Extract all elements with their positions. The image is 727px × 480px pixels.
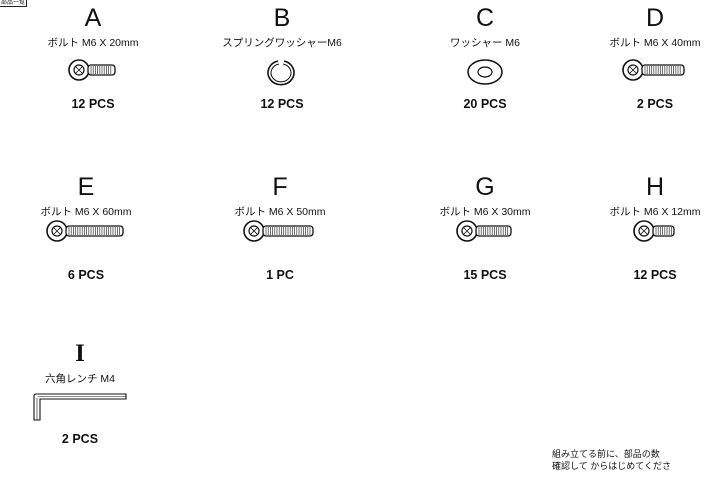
- bolt-icon: [200, 218, 360, 248]
- part-name: スプリングワッシャーM6: [222, 37, 342, 49]
- part-i: I 六角レンチ M4 2 PCS: [0, 340, 160, 446]
- part-qty: 6 PCS: [67, 268, 105, 282]
- washer-icon: [467, 59, 503, 85]
- bolt-icon: [405, 218, 565, 248]
- part-d: D ボルト M6 X 40mm 2 PCS: [575, 4, 727, 111]
- part-qty: 2 PCS: [61, 432, 99, 446]
- part-name: ボルト M6 X 30mm: [439, 206, 531, 218]
- assembly-note-line2: 確認して からはじめてくださ: [552, 461, 671, 471]
- part-qty: 2 PCS: [636, 97, 674, 111]
- part-name: 六角レンチ M4: [44, 373, 115, 385]
- hex-wrench-icon: [0, 392, 160, 422]
- header-tab: 部品一覧: [0, 0, 27, 7]
- part-name: ワッシャー M6: [449, 37, 520, 49]
- part-letter: B: [273, 4, 291, 32]
- part-f: F ボルト M6 X 50mm 1 PC: [200, 173, 360, 282]
- part-name: ボルト M6 X 50mm: [234, 206, 326, 218]
- assembly-note-line1: 組み立てる前に、部品の数: [552, 449, 660, 459]
- part-name: ボルト M6 X 20mm: [47, 37, 139, 49]
- part-e: E ボルト M6 X 60mm 6 PCS: [6, 173, 166, 282]
- part-letter: I: [75, 340, 85, 367]
- part-letter: A: [84, 4, 102, 32]
- part-letter: D: [645, 4, 665, 32]
- part-qty: 15 PCS: [463, 268, 507, 282]
- part-letter: E: [77, 173, 95, 201]
- part-a: A ボルト M6 X 20mm 12 PCS: [13, 4, 173, 111]
- part-name: ボルト M6 X 60mm: [40, 206, 132, 218]
- spring-washer-icon: [267, 60, 295, 86]
- bolt-icon: [13, 57, 173, 87]
- part-letter: H: [645, 173, 665, 201]
- bolt-icon: [632, 220, 675, 242]
- bolt-icon: [67, 59, 116, 81]
- washer-icon: [405, 57, 565, 87]
- part-name: ボルト M6 X 12mm: [609, 206, 701, 218]
- part-qty: 1 PC: [266, 268, 294, 282]
- bolt-icon: [575, 218, 727, 248]
- bolt-icon: [455, 220, 512, 242]
- part-letter: F: [272, 173, 288, 201]
- part-qty: 12 PCS: [71, 97, 115, 111]
- spring-washer-icon: [202, 57, 362, 87]
- hex-wrench-icon: [33, 393, 127, 421]
- bolt-icon: [243, 220, 314, 242]
- bolt-icon: [45, 220, 124, 242]
- part-letter: C: [475, 4, 495, 32]
- part-qty: 12 PCS: [633, 268, 677, 282]
- part-qty: 20 PCS: [463, 97, 507, 111]
- part-qty: 12 PCS: [260, 97, 304, 111]
- part-h: H ボルト M6 X 12mm 12 PCS: [575, 173, 727, 282]
- part-letter: G: [475, 173, 495, 201]
- bolt-icon: [575, 57, 727, 87]
- part-c: C ワッシャー M6 20 PCS: [405, 4, 565, 111]
- bolt-icon: [6, 218, 166, 248]
- part-g: G ボルト M6 X 30mm 15 PCS: [405, 173, 565, 282]
- part-name: ボルト M6 X 40mm: [609, 37, 701, 49]
- part-b: B スプリングワッシャーM6 12 PCS: [202, 4, 362, 111]
- bolt-icon: [622, 59, 685, 81]
